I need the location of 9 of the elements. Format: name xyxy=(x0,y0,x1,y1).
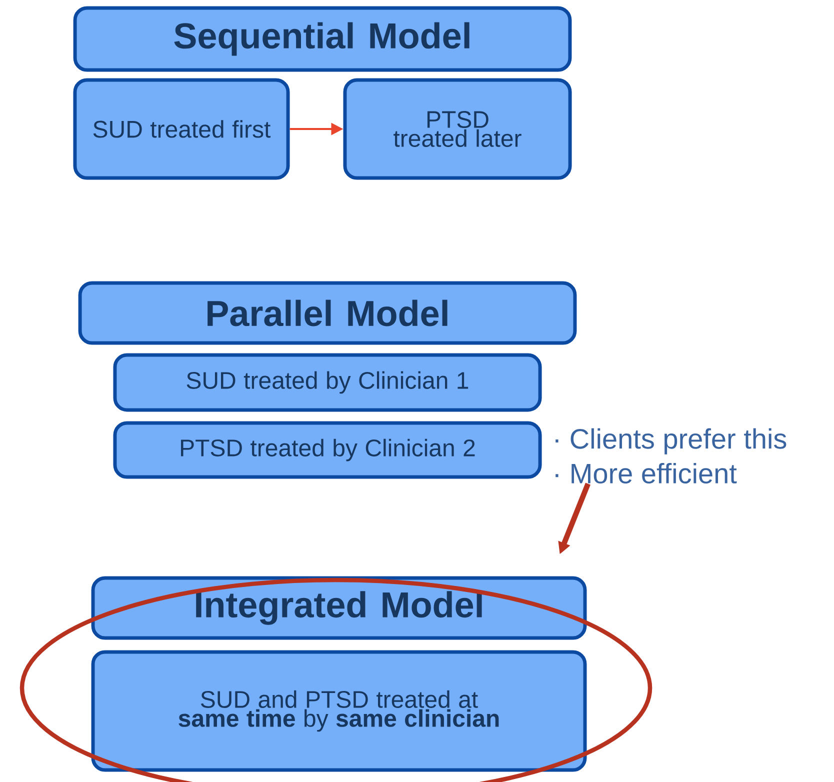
heading-box: Parallel Model xyxy=(78,281,577,345)
note-text: · Clients prefer this · More efficient xyxy=(556,428,786,484)
process-box: PTSD treated later xyxy=(343,78,572,180)
process-box: SUD treated first xyxy=(73,78,290,180)
process-box: SUD and PTSD treated at same time by same clinician xyxy=(91,650,587,772)
process-box: SUD treated by Clinician 1 xyxy=(113,353,542,412)
heading-box: Sequential Model xyxy=(73,6,572,72)
process-box: PTSD treated by Clinician 2 xyxy=(113,421,542,479)
heading-box: Integrated Model xyxy=(91,576,587,640)
